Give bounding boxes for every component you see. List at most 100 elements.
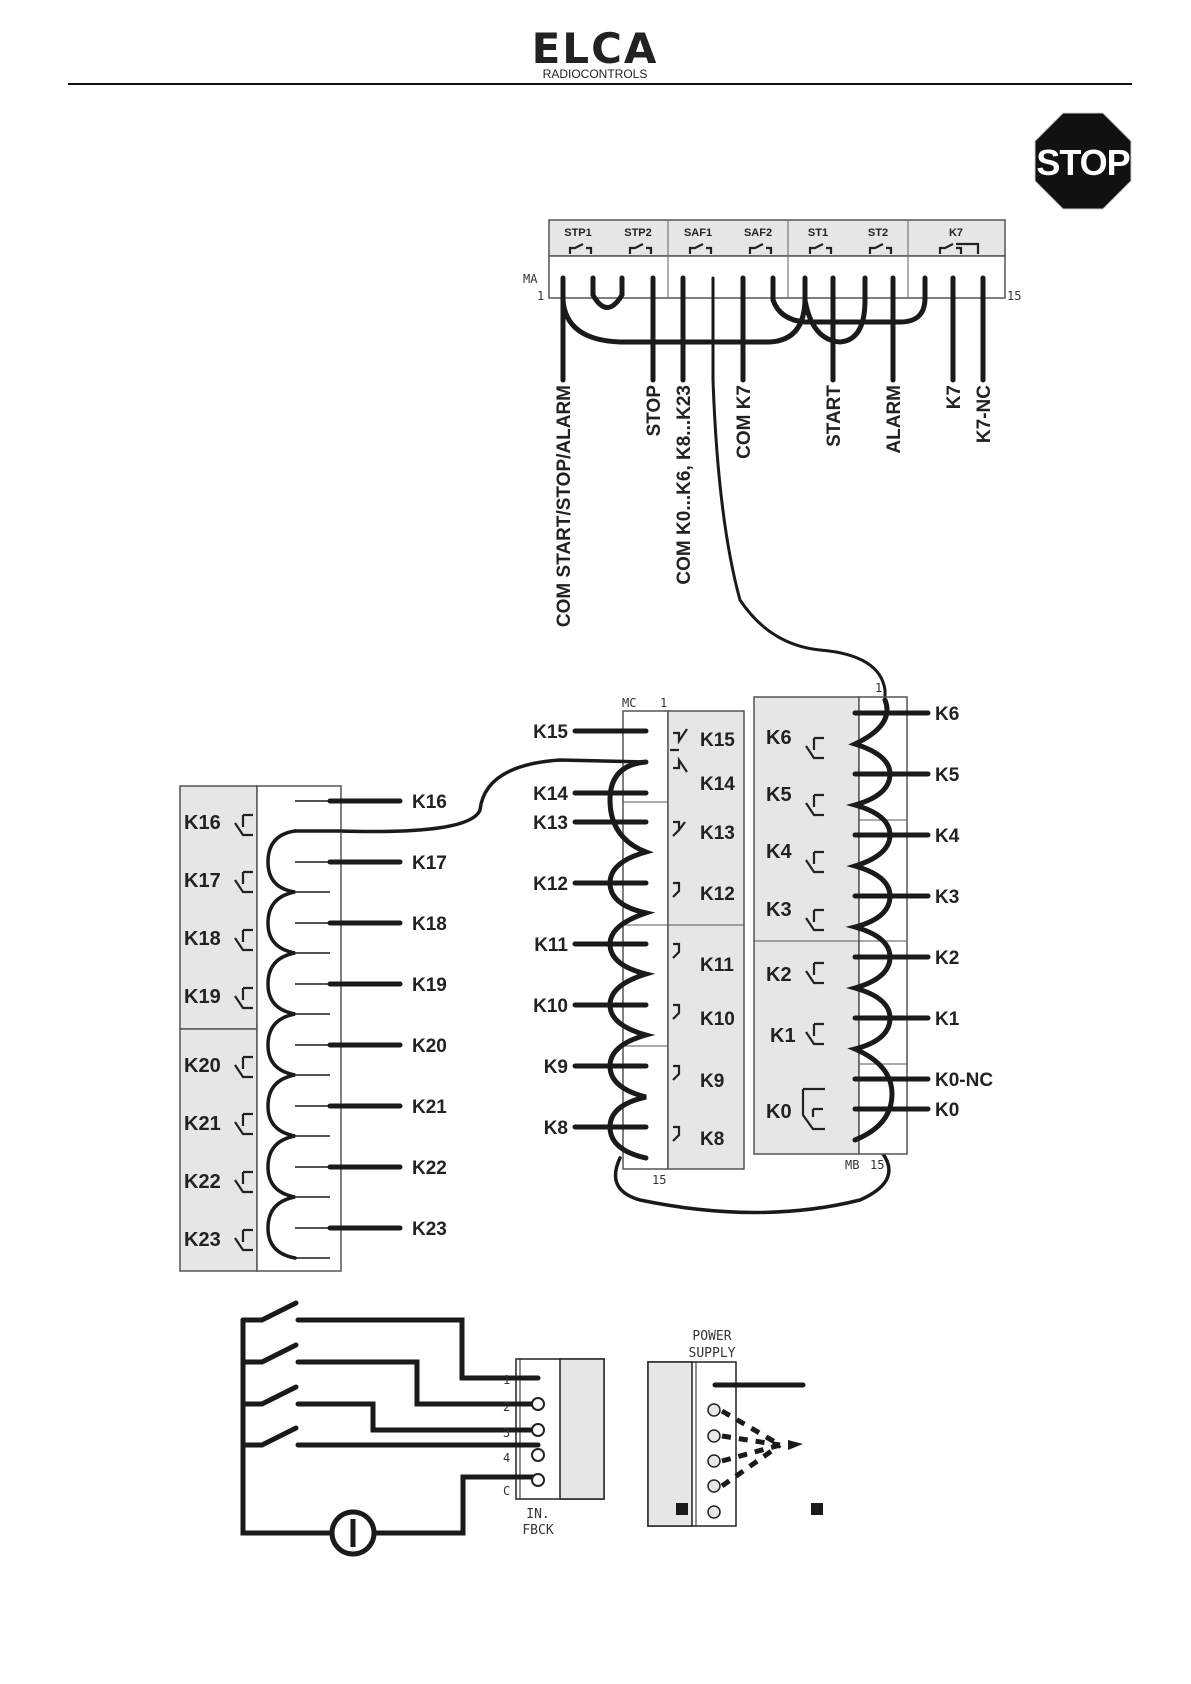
left-wire-label-k17: K17 <box>412 853 447 874</box>
label-stop: STOP <box>644 385 665 437</box>
mb-relay-k2: K2 <box>766 964 792 986</box>
label-com-k7: COM K7 <box>734 385 755 459</box>
mb-first-pin: 1 <box>875 681 882 695</box>
mb-relay-contact-icons <box>801 736 825 1131</box>
ma-block-name: MA <box>523 272 538 286</box>
header-logo: ELCA RADIOCONTROLS <box>532 24 659 81</box>
mb-wire-label-k4: K4 <box>935 826 960 847</box>
mb-relay-k0: K0 <box>766 1101 792 1123</box>
mc-terminal-block: MC 1 15 K15 K14 K13 K12 K11 K10 K9 K8 <box>338 696 891 1215</box>
stop-sign-icon: STOP <box>1034 112 1132 210</box>
mc-relay-k15: K15 <box>700 730 735 751</box>
mb-wire-label-k1: K1 <box>935 1009 960 1030</box>
brand-logo: ELCA <box>532 24 659 73</box>
mb-wire-label-k0: K0 <box>935 1100 959 1121</box>
in-pin-3: 3 <box>503 1426 510 1440</box>
ma-last-pin: 15 <box>1007 289 1021 303</box>
label-k7: K7 <box>944 385 965 409</box>
mc-wire-label-k14: K14 <box>533 784 568 805</box>
mc-relay-k11: K11 <box>700 955 734 976</box>
mc-wire-label-k15: K15 <box>533 722 568 743</box>
in-pin-1: 1 <box>503 1373 510 1387</box>
ma-header-saf2: SAF2 <box>744 227 772 239</box>
mc-relay-k13: K13 <box>700 823 735 844</box>
mc-wire-label-k9: K9 <box>544 1057 568 1078</box>
mb-wire-label-k0-nc: K0-NC <box>935 1070 993 1091</box>
mb-wire-label-k5: K5 <box>935 765 960 786</box>
brand-subtitle: RADIOCONTROLS <box>543 67 648 81</box>
mb-wire-label-k2: K2 <box>935 948 959 969</box>
left-wire-label-k21: K21 <box>412 1097 447 1118</box>
left-relay-k16: K16 <box>184 812 221 834</box>
label-start: START <box>824 385 845 447</box>
mc-wire-label-k12: K12 <box>533 874 568 895</box>
ma-terminal-block: MA 1 15 STP1 STP2 SAF1 SAF2 ST1 ST2 K7 <box>523 219 1021 717</box>
mb-block-name: MB <box>845 1158 859 1172</box>
left-relay-k23: K23 <box>184 1229 221 1251</box>
mb-terminal-block: 1 MB 15 K6 K5 K4 K3 K2 K1 K0-NC K0 <box>753 681 993 1172</box>
left-relay-k18: K18 <box>184 928 221 950</box>
mc-relay-k14: K14 <box>700 774 735 795</box>
ma-wiring <box>560 275 986 717</box>
mb-last-pin: 15 <box>870 1158 884 1172</box>
ma-header-st2: ST2 <box>868 227 888 239</box>
in-pin-4: 4 <box>503 1451 510 1465</box>
mb-wire-label-k3: K3 <box>935 887 959 908</box>
mc-last-pin: 15 <box>652 1173 666 1187</box>
ma-header-k7: K7 <box>949 227 963 239</box>
ma-output-labels: COM START/STOP/ALARM STOP COM K0...K6, K… <box>554 385 995 627</box>
left-relay-k19: K19 <box>184 986 221 1008</box>
left-wire-label-k20: K20 <box>412 1036 447 1057</box>
ma-first-pin: 1 <box>537 289 544 303</box>
mc-wiring <box>338 728 891 1215</box>
label-alarm: ALARM <box>884 385 905 454</box>
in-fbck-label-1: IN. <box>526 1507 549 1522</box>
switch-icons <box>240 1300 299 1448</box>
mc-relay-contact-icons <box>670 728 688 1142</box>
square-marker-icon <box>811 1503 823 1515</box>
stop-sign-label: STOP <box>1036 142 1129 183</box>
mc-wire-label-k10: K10 <box>533 996 568 1017</box>
ma-header-st1: ST1 <box>808 227 828 239</box>
left-wire-label-k19: K19 <box>412 975 447 996</box>
left-terminal-block: K16 K17 K18 K19 K20 K21 K22 K23 K16 K17 … <box>179 785 447 1272</box>
mb-wiring <box>845 697 931 1143</box>
label-com-start-stop-alarm: COM START/STOP/ALARM <box>554 385 575 627</box>
mc-relay-k9: K9 <box>700 1071 724 1092</box>
relay-contact-icons <box>568 242 980 254</box>
left-relay-k20: K20 <box>184 1055 221 1077</box>
mc-relay-k12: K12 <box>700 884 735 905</box>
left-wire-label-k23: K23 <box>412 1219 447 1240</box>
mc-wire-label-k11: K11 <box>534 935 568 956</box>
mc-wire-label-k13: K13 <box>533 813 568 834</box>
ma-header-stp1: STP1 <box>564 227 592 239</box>
dashed-connection-lines <box>720 1408 782 1489</box>
mc-wire-label-k8: K8 <box>544 1118 568 1139</box>
mc-relay-k10: K10 <box>700 1009 735 1030</box>
left-relay-k17: K17 <box>184 870 221 892</box>
mc-block-name: MC <box>622 696 636 710</box>
in-fbck-label-2: FBCK <box>522 1523 553 1538</box>
mb-relay-k4: K4 <box>766 841 792 863</box>
ma-header-stp2: STP2 <box>624 227 652 239</box>
square-marker-icon <box>676 1503 688 1515</box>
input-feedback-circuit: 1 2 3 4 C IN. FBCK <box>240 1300 605 1557</box>
left-relay-k22: K22 <box>184 1171 221 1193</box>
mb-relay-k6: K6 <box>766 727 792 749</box>
left-relay-k21: K21 <box>184 1113 221 1135</box>
mc-first-pin: 1 <box>660 696 667 710</box>
ma-header-saf1: SAF1 <box>684 227 712 239</box>
mb-relay-k1: K1 <box>770 1025 796 1047</box>
label-k7-nc: K7-NC <box>974 385 995 443</box>
power-supply-label-1: POWER <box>692 1329 731 1344</box>
mb-relay-k5: K5 <box>766 784 792 806</box>
mb-wire-label-k6: K6 <box>935 704 959 725</box>
power-supply-label-2: SUPPLY <box>689 1346 736 1361</box>
power-supply-block: POWER SUPPLY <box>647 1329 823 1527</box>
arrow-icon <box>788 1440 803 1450</box>
in-pin-c: C <box>503 1484 510 1498</box>
left-block-wiring <box>266 798 403 1260</box>
mb-relay-k3: K3 <box>766 899 792 921</box>
label-com-k0-k23: COM K0...K6, K8...K23 <box>674 385 695 585</box>
